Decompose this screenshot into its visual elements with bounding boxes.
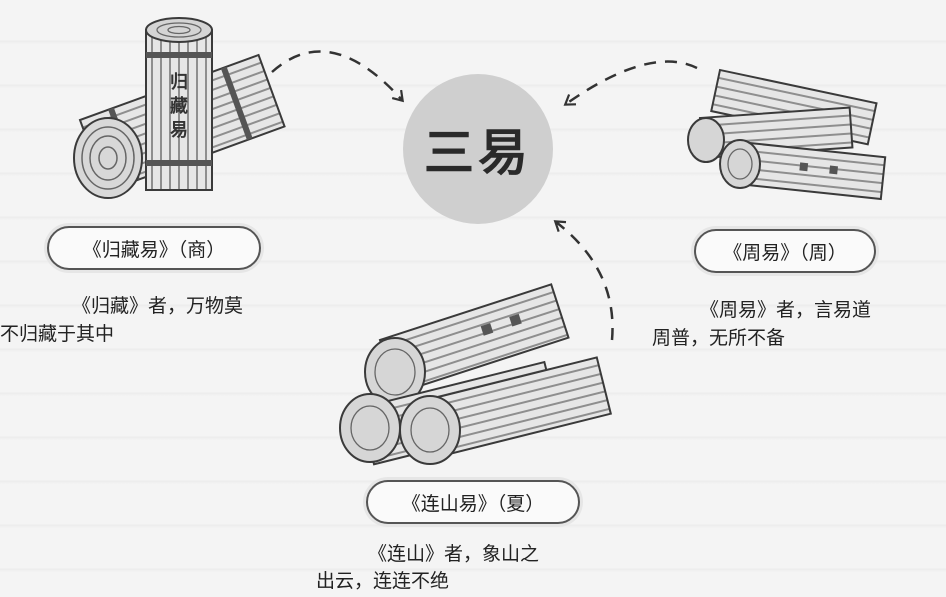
desc-guizang: 《归藏》者，万物莫 不归藏于其中 [0, 292, 244, 348]
arrow-zhou-to-center [563, 60, 698, 106]
desc-zhou-line1: 《周易》者，言易道 [700, 299, 872, 321]
desc-lianshan-line1: 《连山》者，象山之 [368, 543, 540, 565]
pill-guizang: 《归藏易》（商） [47, 226, 261, 270]
lianshan-scroll-art [339, 283, 613, 466]
desc-guizang-line1: 《归藏》者，万物莫 [72, 295, 244, 317]
desc-zhou: 《周易》者，言易道 [700, 296, 871, 324]
arrow-lianshan-to-center [553, 220, 614, 341]
center-title: 三易 [424, 124, 532, 182]
scroll-char-3: 易 [170, 120, 188, 141]
pill-zhou: 《周易》（周） [694, 229, 876, 273]
scroll-char-2: 藏 [170, 96, 188, 117]
arrow-guizang-to-center [271, 50, 404, 103]
pill-lianshan: 《连山易》（夏） [366, 480, 580, 524]
desc-lianshan-line2-wrap: 出云，连连不绝 [316, 567, 449, 595]
scroll-char-1: 归 [170, 71, 188, 93]
desc-lianshan: 《连山》者，象山之 [368, 540, 539, 568]
desc-zhou-line2-wrap: 周普，无所不备 [652, 324, 785, 352]
zhou-scroll-art [687, 68, 887, 201]
center-circle: 三易 [403, 74, 553, 224]
desc-zhou-line2: 周普，无所不备 [652, 327, 786, 349]
desc-guizang-line2: 不归藏于其中 [0, 323, 115, 345]
desc-lianshan-line2: 出云，连连不绝 [316, 570, 450, 592]
guizang-scroll-art: 归 藏 易 [73, 17, 286, 199]
